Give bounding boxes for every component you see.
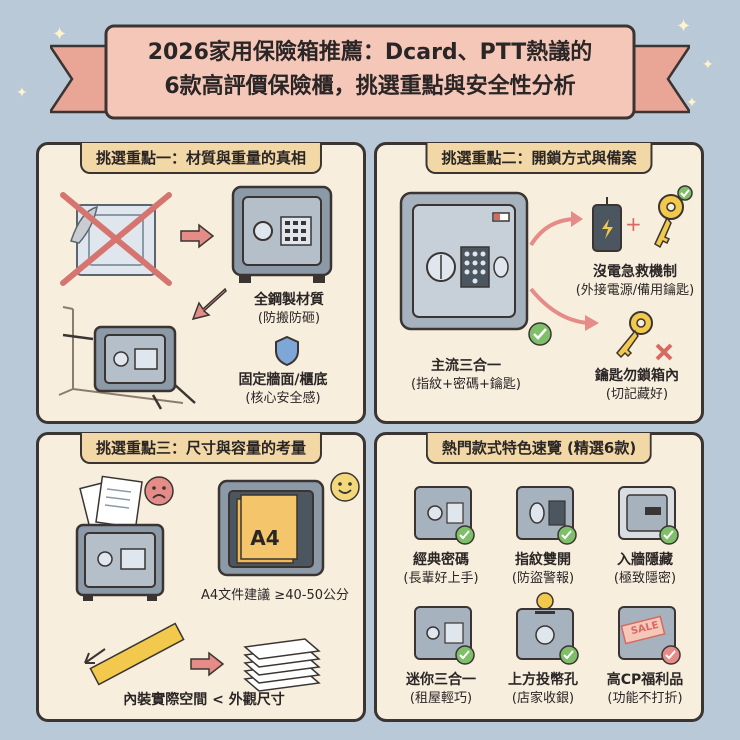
panel-material-heading: 挑選重點一：材質與重量的真相 <box>79 143 323 174</box>
arrow-down-left-icon <box>191 287 227 321</box>
material-title: 全鋼製材質 <box>254 292 324 308</box>
ribbon-shape <box>50 24 690 120</box>
emergency-title: 沒電急救機制 <box>593 264 677 280</box>
model-3-title: 入牆隱藏 <box>617 552 673 568</box>
papers-icon <box>79 475 143 533</box>
happy-face-icon <box>330 472 360 502</box>
model-2-title: 指紋雙開 <box>515 552 571 568</box>
title-line-2: 6款高評價保險櫃，挑選重點與安全性分析 <box>164 74 576 99</box>
flimsy-safe-crossed-icon <box>60 192 172 286</box>
arrow-up-right-icon <box>529 211 583 247</box>
arrow-right-icon <box>190 651 225 677</box>
plus-symbol: + <box>625 212 642 236</box>
key-sub: (切記藏好) <box>605 387 669 402</box>
sale-safe-icon <box>618 606 681 665</box>
panel-material: 挑選重點一：材質與重量的真相 全鋼製材質 (防搬防砸) <box>36 142 366 424</box>
fingerprint-safe-icon <box>516 486 577 545</box>
panel-models-heading: 熱門款式特色速覽 (精選6款) <box>425 433 653 464</box>
material-sub: (防搬防砸) <box>257 311 321 326</box>
sparkle-icon: ✦ <box>702 57 714 73</box>
model-4-title: 迷你三合一 <box>406 672 476 688</box>
model-3-sub: (極致隱密) <box>613 571 677 586</box>
title-banner: 2026家用保險箱推薦：Dcard、PTT熱議的 6款高評價保險櫃，挑選重點與安… <box>50 16 690 128</box>
no-key-icon <box>615 311 673 361</box>
key-title: 鑰匙勿鎖箱內 <box>595 368 679 384</box>
ruler-icon <box>84 622 185 686</box>
model-3-caption: 入牆隱藏 (極致隱密) <box>595 551 695 588</box>
steel-safe-icon <box>231 185 333 283</box>
model-1-caption: 經典密碼 (長輩好上手) <box>391 551 491 588</box>
arrow-down-right-icon <box>529 287 599 331</box>
a4-label: A4 <box>250 526 280 550</box>
paper-stack-icon <box>243 638 321 692</box>
model-5-caption: 上方投幣孔 (店家收銀) <box>493 671 593 708</box>
panel-size: 挑選重點三：尺寸與容量的考量 A4 A4文件建議 ≥40-50公分 <box>36 432 366 722</box>
sparkle-icon: ✦ <box>676 16 692 37</box>
sparkle-icon: ✦ <box>16 85 28 101</box>
fix-sub: (核心安全感) <box>245 391 321 406</box>
sad-face-icon <box>144 476 174 506</box>
panel-models: 熱門款式特色速覽 (精選6款) 經典密碼 (長輩好上手) 指紋雙開 (防盜警報)… <box>374 432 704 722</box>
model-4-caption: 迷你三合一 (租屋輕巧) <box>391 671 491 708</box>
main-sub: (指紋+密碼+鑰匙) <box>411 377 521 392</box>
model-6-title: 高CP福利品 <box>606 672 684 688</box>
shield-icon <box>275 335 299 367</box>
emergency-caption: 沒電急救機制 (外接電源/備用鑰匙) <box>573 263 697 300</box>
power-bank-icon <box>592 197 622 252</box>
sparkle-icon: ✦ <box>52 24 68 45</box>
panel-unlock: 挑選重點二：開鎖方式與備案 + 沒電急救機制 (外接電源/備用鑰匙) <box>374 142 704 424</box>
key-caption: 鑰匙勿鎖箱內 (切記藏好) <box>577 367 697 404</box>
sparkle-icon: ✦ <box>686 95 698 111</box>
in-wall-safe-icon <box>618 486 679 545</box>
bolted-safe-icon <box>58 306 196 410</box>
model-5-sub: (店家收銀) <box>511 691 575 706</box>
model-5-title: 上方投幣孔 <box>508 672 578 688</box>
model-6-caption: 高CP福利品 (功能不打折) <box>595 671 695 708</box>
a4-note: A4文件建議 ≥40-50公分 <box>201 588 349 603</box>
title-line-1: 2026家用保險箱推薦：Dcard、PTT熱議的 <box>147 40 593 65</box>
arrow-right-icon <box>180 223 215 249</box>
model-6-sub: (功能不打折) <box>607 691 683 706</box>
model-2-caption: 指紋雙開 (防盜警報) <box>493 551 593 588</box>
combination-safe-icon <box>414 486 475 545</box>
fix-caption: 固定牆面/櫃底 (核心安全感) <box>223 371 343 408</box>
fix-title: 固定牆面/櫃底 <box>238 372 328 388</box>
emergency-sub: (外接電源/備用鑰匙) <box>575 283 695 298</box>
main-caption: 主流三合一 (指紋+密碼+鑰匙) <box>401 357 531 394</box>
backup-key-icon <box>654 185 693 249</box>
model-1-title: 經典密碼 <box>413 552 469 568</box>
small-safe-icon <box>75 523 165 601</box>
model-4-sub: (租屋輕巧) <box>409 691 473 706</box>
check-icon <box>528 322 552 346</box>
model-2-sub: (防盜警報) <box>511 571 575 586</box>
panel-unlock-heading: 挑選重點二：開鎖方式與備案 <box>425 143 653 174</box>
triple-lock-safe-icon <box>399 191 529 331</box>
inner-note: 內裝實際空間 < 外觀尺寸 <box>123 692 285 708</box>
model-1-sub: (長輩好上手) <box>403 571 479 586</box>
mini-safe-icon <box>414 606 475 665</box>
panel-size-heading: 挑選重點三：尺寸與容量的考量 <box>79 433 323 464</box>
material-caption: 全鋼製材質 (防搬防砸) <box>239 291 339 328</box>
main-title: 主流三合一 <box>431 358 501 374</box>
open-safe-a4-icon <box>217 479 325 577</box>
coin-slot-safe-icon <box>516 592 579 665</box>
